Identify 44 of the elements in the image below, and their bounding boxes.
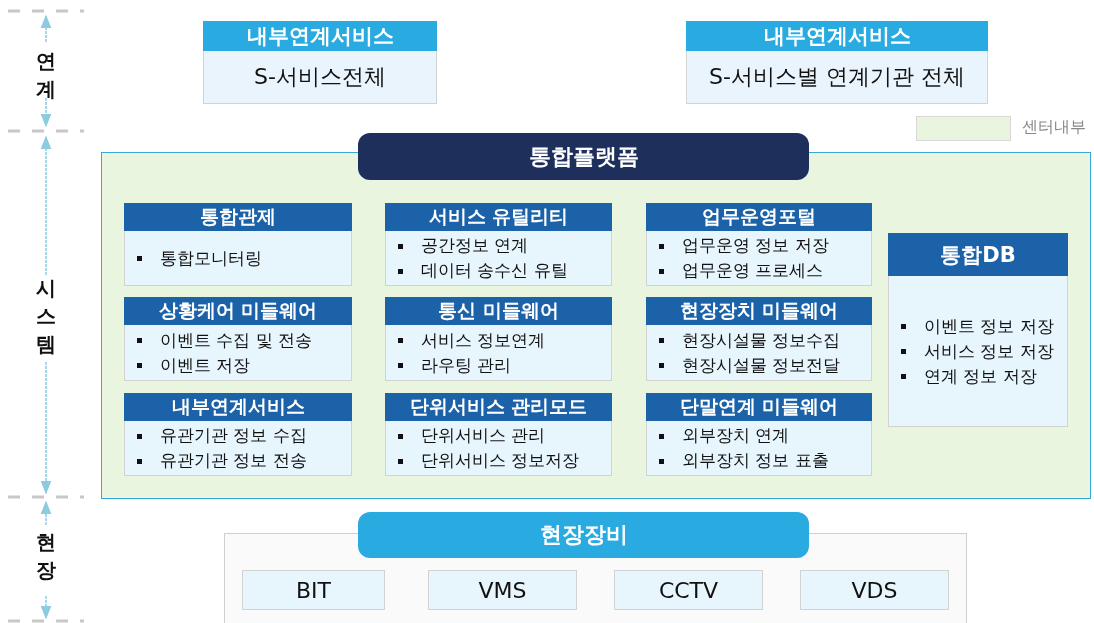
list-item: 현장시설물 정보수집 bbox=[682, 329, 841, 350]
device-box: CCTV bbox=[614, 570, 763, 610]
module-title: 서비스 유틸리티 bbox=[385, 203, 612, 231]
list-item: 현장시설물 정보전달 bbox=[682, 354, 841, 375]
card-text: S-서비스별 연계기관 전체 bbox=[686, 51, 988, 104]
list-item: 이벤트 수집 및 전송 bbox=[160, 329, 313, 350]
device-box: BIT bbox=[242, 570, 385, 610]
list-item: 업무운영 정보 저장 bbox=[682, 235, 829, 255]
list-item: 서비스 정보 저장 bbox=[924, 340, 1054, 361]
module-title: 내부연계서비스 bbox=[124, 393, 352, 421]
list-item: 단위서비스 관리 bbox=[421, 425, 546, 445]
section-label: 연계 bbox=[35, 48, 57, 103]
list-item: 유관기관 정보 수집 bbox=[160, 425, 307, 445]
device-box: VDS bbox=[800, 570, 949, 610]
module-title: 단위서비스 관리모드 bbox=[385, 393, 612, 421]
heading-tab: 현장장비 bbox=[358, 512, 809, 558]
module-title: 현장장치 미들웨어 bbox=[646, 297, 872, 325]
module-title: 통신 미들웨어 bbox=[385, 297, 612, 325]
list-item: 외부장치 연계 bbox=[682, 425, 790, 445]
heading-tab: 통합플랫폼 bbox=[358, 133, 809, 180]
list-item: 유관기관 정보 전송 bbox=[160, 450, 307, 470]
section-label: 현장 bbox=[35, 529, 57, 584]
list-item: 업무운영 프로세스 bbox=[682, 260, 824, 280]
card-text: S-서비스전체 bbox=[203, 51, 437, 104]
list-item: 이벤트 저장 bbox=[160, 354, 251, 375]
module-title: 통합관제 bbox=[124, 203, 352, 231]
list-item: 라우팅 관리 bbox=[421, 354, 512, 375]
card-title: 내부연계서비스 bbox=[203, 21, 437, 51]
module-title: 업무운영포털 bbox=[646, 203, 872, 231]
legend-label: 센터내부 bbox=[1022, 117, 1086, 138]
list-item: 이벤트 정보 저장 bbox=[924, 315, 1054, 336]
card-title: 내부연계서비스 bbox=[686, 21, 988, 51]
module-title: 상황케어 미들웨어 bbox=[124, 297, 352, 325]
list-item: 외부장치 정보 표출 bbox=[682, 450, 829, 470]
section-label: 시스템 bbox=[35, 275, 57, 358]
module-title: 통합DB bbox=[888, 233, 1068, 276]
list-item: 공간정보 연계 bbox=[421, 235, 529, 255]
list-item: 단위서비스 정보저장 bbox=[421, 450, 580, 470]
device-box: VMS bbox=[428, 570, 577, 610]
list-item: 통합모니터링 bbox=[160, 247, 262, 268]
list-item: 데이터 송수신 유틸 bbox=[421, 260, 568, 280]
module-title: 단말연계 미들웨어 bbox=[646, 393, 872, 421]
list-item: 연계 정보 저장 bbox=[924, 365, 1037, 386]
list-item: 서비스 정보연계 bbox=[421, 329, 546, 350]
